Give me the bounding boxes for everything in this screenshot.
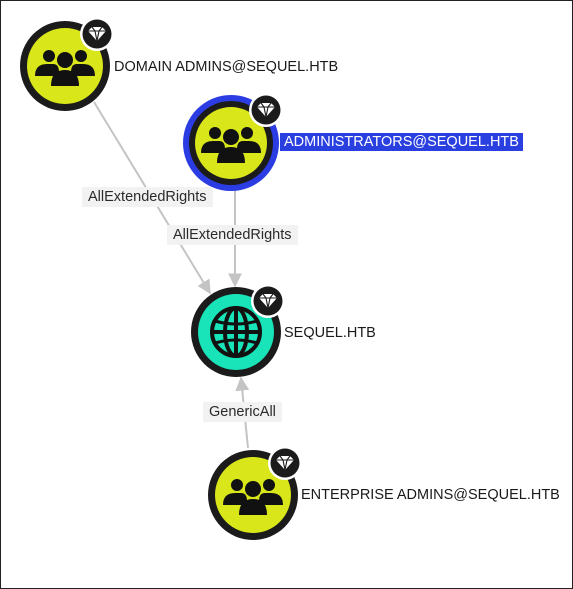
node-label-sequel-htb[interactable]: SEQUEL.HTB (284, 325, 376, 341)
gem-icon (80, 17, 114, 51)
node-enterprise-admins[interactable] (208, 446, 302, 540)
globe-icon (210, 306, 262, 358)
edge-label-domain-admins[interactable]: AllExtendedRights (82, 187, 213, 207)
node-label-domain-admins[interactable]: DOMAIN ADMINS@SEQUEL.HTB (114, 59, 339, 75)
gem-icon (249, 93, 283, 127)
node-sequel-htb[interactable] (191, 284, 285, 377)
edge-label-administrators[interactable]: AllExtendedRights (167, 225, 298, 245)
node-label-administrators[interactable]: ADMINISTRATORS@SEQUEL.HTB (280, 133, 523, 151)
gem-icon (268, 446, 302, 480)
edge-label-enterprise-admins[interactable]: GenericAll (203, 402, 282, 422)
node-label-enterprise-admins[interactable]: ENTERPRISE ADMINS@SEQUEL.HTB (301, 487, 560, 503)
node-administrators[interactable] (183, 93, 283, 191)
node-domain-admins[interactable] (20, 17, 114, 111)
gem-icon (251, 284, 285, 318)
